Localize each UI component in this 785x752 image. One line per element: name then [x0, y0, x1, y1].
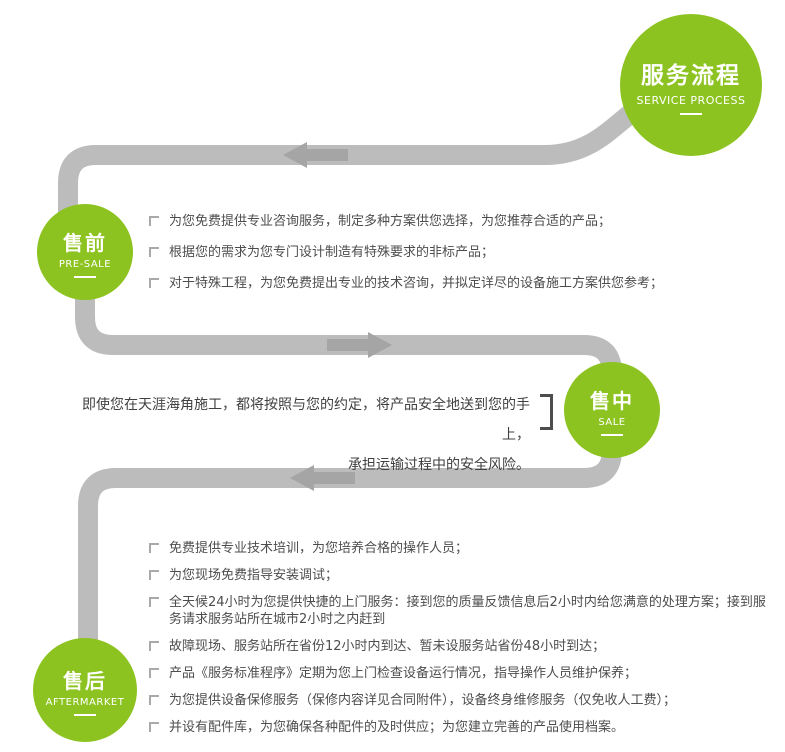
stage-title: 售后 — [63, 668, 107, 693]
list-item: 根据您的需求为您专门设计制造有特殊要求的非标产品； — [149, 244, 764, 261]
arrow-left-icon — [290, 465, 355, 491]
brace-icon — [540, 394, 553, 430]
aftermarket-item-list: 免费提供专业技术培训，为您培养合格的操作人员； 为您现场免费指导安装调试； 全天… — [149, 540, 774, 746]
corner-bracket-icon — [149, 668, 159, 678]
item-text: 故障现场、服务站所在省份12小时内到达、暂未设服务站省份48小时到达； — [169, 639, 606, 654]
corner-bracket-icon — [149, 641, 159, 651]
item-text: 根据您的需求为您专门设计制造有特殊要求的非标产品； — [169, 245, 495, 260]
sale-line: 即使您在天涯海角施工，都将按照与您的约定，将产品安全地送到您的手上， — [82, 397, 530, 443]
list-item: 为您现场免费指导安装调试； — [149, 567, 774, 584]
stage-subtitle: PRE-SALE — [58, 258, 112, 270]
arrow-left-icon — [283, 142, 348, 168]
page-subtitle: SERVICE PROCESS — [636, 93, 746, 107]
list-item: 对于特殊工程，为您免费提出专业的技术咨询，并拟定详尽的设备施工方案供您参考； — [149, 275, 764, 292]
stage-title: 售前 — [63, 230, 107, 255]
presale-item-list: 为您免费提供专业咨询服务，制定多种方案供您选择，为您推荐合适的产品； 根据您的需… — [149, 213, 764, 306]
divider — [601, 433, 623, 436]
list-item: 免费提供专业技术培训，为您培养合格的操作人员； — [149, 540, 774, 557]
item-text: 对于特殊工程，为您免费提出专业的技术咨询，并拟定详尽的设备施工方案供您参考； — [169, 276, 664, 291]
stage-circle-aftermarket: 售后 AFTERMARKET — [33, 638, 137, 742]
arrow-right-icon — [327, 332, 392, 358]
list-item: 产品《服务标准程序》定期为您上门检查设备运行情况，指导操作人员维护保养； — [149, 665, 774, 682]
corner-bracket-icon — [149, 216, 159, 226]
item-text: 为您提供设备保修服务（保修内容详见合同附件），设备终身维修服务（仅免收人工费）； — [169, 693, 677, 708]
corner-bracket-icon — [149, 597, 159, 607]
stage-title: 售中 — [590, 388, 634, 413]
item-text: 为您现场免费指导安装调试； — [169, 568, 339, 583]
corner-bracket-icon — [149, 695, 159, 705]
stage-circle-sale: 售中 SALE — [564, 362, 660, 458]
divider — [680, 112, 702, 115]
item-text: 为您免费提供专业咨询服务，制定多种方案供您选择，为您推荐合适的产品； — [169, 214, 612, 229]
list-item: 为您提供设备保修服务（保修内容详见合同附件），设备终身维修服务（仅免收人工费）； — [149, 692, 774, 709]
corner-bracket-icon — [149, 570, 159, 580]
item-text: 产品《服务标准程序》定期为您上门检查设备运行情况，指导操作人员维护保养； — [169, 666, 638, 681]
divider — [74, 713, 96, 716]
stage-circle-presale: 售前 PRE-SALE — [37, 204, 133, 300]
list-item: 并设有配件库，为您确保各种配件的及时供应；为您建立完善的产品使用档案。 — [149, 719, 774, 736]
corner-bracket-icon — [149, 247, 159, 257]
item-text: 并设有配件库，为您确保各种配件的及时供应；为您建立完善的产品使用档案。 — [169, 720, 625, 735]
header-circle: 服务流程 SERVICE PROCESS — [620, 14, 762, 156]
corner-bracket-icon — [149, 278, 159, 288]
page-title: 服务流程 — [641, 62, 741, 89]
divider — [74, 275, 96, 278]
list-item: 全天候24小时为您提供快捷的上门服务：接到您的质量反馈信息后2小时内给您满意的处… — [149, 594, 774, 628]
sale-line: 承担运输过程中的安全风险。 — [348, 457, 530, 473]
stage-subtitle: SALE — [598, 416, 626, 428]
sale-description: 即使您在天涯海角施工，都将按照与您的约定，将产品安全地送到您的手上， 承担运输过… — [80, 390, 530, 480]
stage-subtitle: AFTERMARKET — [45, 696, 125, 708]
corner-bracket-icon — [149, 722, 159, 732]
corner-bracket-icon — [149, 543, 159, 553]
item-text: 全天候24小时为您提供快捷的上门服务：接到您的质量反馈信息后2小时内给您满意的处… — [169, 595, 766, 627]
list-item: 故障现场、服务站所在省份12小时内到达、暂未设服务站省份48小时到达； — [149, 638, 774, 655]
item-text: 免费提供专业技术培训，为您培养合格的操作人员； — [169, 541, 469, 556]
list-item: 为您免费提供专业咨询服务，制定多种方案供您选择，为您推荐合适的产品； — [149, 213, 764, 230]
